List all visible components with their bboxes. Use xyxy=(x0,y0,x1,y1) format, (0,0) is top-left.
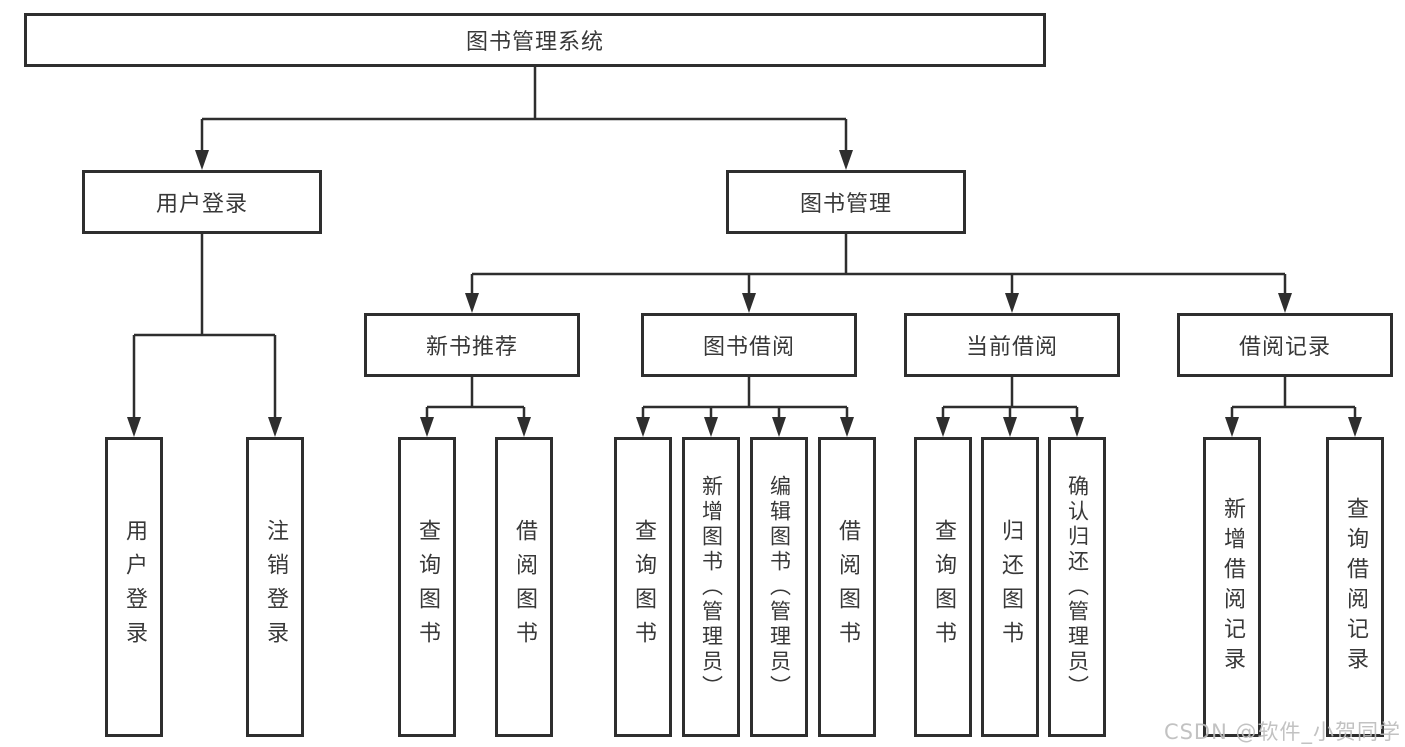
node-borrow-record: 借阅记录 xyxy=(1177,313,1393,377)
leaf-add-book-admin: 新增图书（管理员） xyxy=(682,437,740,737)
node-label: 图书借阅 xyxy=(702,335,795,360)
leaf-borrow-book-1: 借阅图书 xyxy=(495,437,553,737)
node-label: 新书推荐 xyxy=(425,335,518,360)
node-label: 查询借阅记录 xyxy=(1343,497,1368,677)
leaf-query-book-2: 查询图书 xyxy=(614,437,672,737)
node-label: 查询图书 xyxy=(631,519,656,655)
leaf-query-borrow-record: 查询借阅记录 xyxy=(1326,437,1384,737)
node-label: 新增借阅记录 xyxy=(1220,497,1245,677)
node-label: 用户登录 xyxy=(155,192,248,217)
node-label: 查询图书 xyxy=(415,519,440,655)
node-label: 当前借阅 xyxy=(965,335,1058,360)
leaf-return-book: 归还图书 xyxy=(981,437,1039,737)
node-label: 注销登录 xyxy=(263,519,288,655)
csdn-watermark: CSDN @软件_小贺同学 xyxy=(1163,720,1401,744)
node-book-management: 图书管理 xyxy=(726,170,966,234)
node-label: 编辑图书（管理员） xyxy=(767,474,792,700)
node-label: 新增图书（管理员） xyxy=(699,474,724,700)
leaf-query-book-3: 查询图书 xyxy=(914,437,972,737)
node-label: 借阅图书 xyxy=(512,519,537,655)
leaf-borrow-book-2: 借阅图书 xyxy=(818,437,876,737)
node-new-book-recommend: 新书推荐 xyxy=(364,313,580,377)
node-root-system: 图书管理系统 xyxy=(24,13,1046,67)
node-user-login: 用户登录 xyxy=(82,170,322,234)
node-label: 图书管理系统 xyxy=(465,30,604,55)
node-label: 归还图书 xyxy=(998,519,1023,655)
node-label: 用户登录 xyxy=(122,519,147,655)
arrow-down-icon xyxy=(127,150,1362,437)
node-label: 查询图书 xyxy=(931,519,956,655)
leaf-edit-book-admin: 编辑图书（管理员） xyxy=(750,437,808,737)
node-label: 图书管理 xyxy=(799,192,892,217)
leaf-add-borrow-record: 新增借阅记录 xyxy=(1203,437,1261,737)
leaf-logout: 注销登录 xyxy=(246,437,304,737)
node-current-borrow: 当前借阅 xyxy=(904,313,1120,377)
leaf-confirm-return-admin: 确认归还（管理员） xyxy=(1048,437,1106,737)
node-label: 确认归还（管理员） xyxy=(1065,474,1090,700)
leaf-user-login: 用户登录 xyxy=(105,437,163,737)
leaf-query-book-1: 查询图书 xyxy=(398,437,456,737)
node-book-borrow: 图书借阅 xyxy=(641,313,857,377)
node-label: 借阅记录 xyxy=(1238,335,1331,360)
node-label: 借阅图书 xyxy=(835,519,860,655)
